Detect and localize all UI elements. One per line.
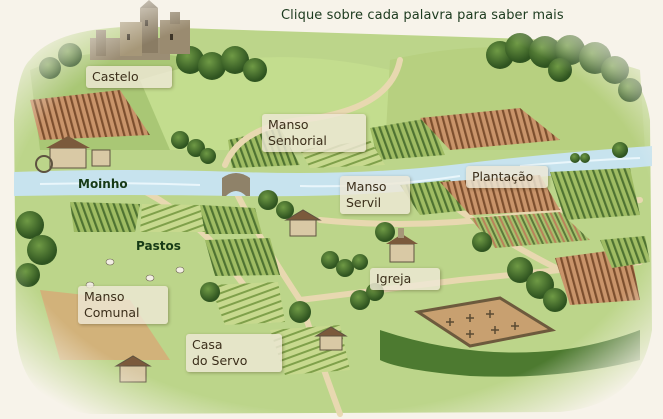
label-igreja[interactable]: Igreja bbox=[370, 268, 440, 290]
label-castelo[interactable]: Castelo bbox=[86, 66, 172, 88]
label-plantacao[interactable]: Plantação bbox=[466, 166, 548, 188]
label-manso-senhorial[interactable]: Manso Senhorial bbox=[262, 114, 366, 152]
label-moinho[interactable]: Moinho bbox=[78, 177, 128, 191]
label-manso-servil[interactable]: Manso Servil bbox=[340, 176, 410, 214]
label-manso-comunal[interactable]: Manso Comunal bbox=[78, 286, 168, 324]
instruction-text: Clique sobre cada palavra para saber mai… bbox=[281, 8, 564, 23]
label-casa-do-servo[interactable]: Casa do Servo bbox=[186, 334, 282, 372]
label-pastos[interactable]: Pastos bbox=[136, 239, 181, 253]
